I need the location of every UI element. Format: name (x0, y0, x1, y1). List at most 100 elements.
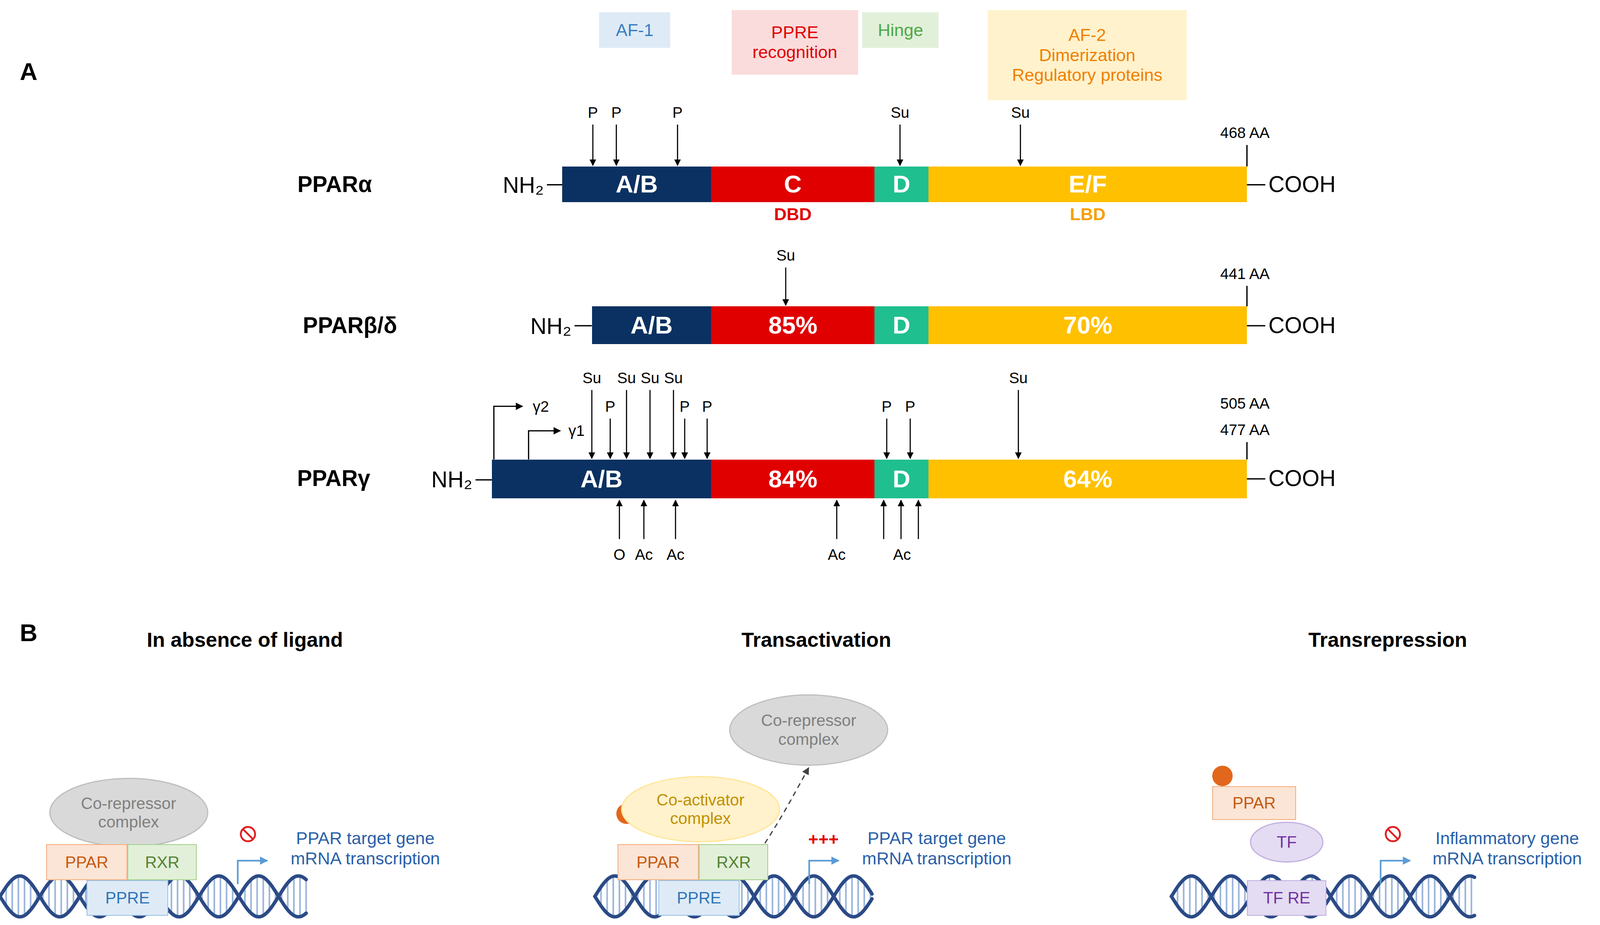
promoter-arrow (493, 406, 523, 460)
length-tick (1246, 285, 1248, 307)
node-text: PPAR (65, 852, 109, 872)
domain-name: LBD (1069, 204, 1106, 224)
modification-label: Ac (892, 545, 911, 564)
node-text: Hinge (877, 20, 924, 40)
dna-rung (1182, 879, 1185, 913)
dna-rung (23, 876, 26, 915)
dna-strand (595, 875, 873, 917)
modification-arrow (1017, 390, 1019, 459)
modification-label: P (679, 397, 690, 416)
dna-rung (606, 879, 609, 913)
gene-text: PPAR target gene mRNA transcription (275, 827, 455, 868)
transcription-arrow (1380, 860, 1410, 884)
terminus-dash (475, 478, 492, 481)
dna-rung (176, 875, 179, 917)
response-element-box: PPRE (658, 879, 741, 916)
protein-domain: 70% (928, 306, 1247, 344)
modification-label: P (605, 397, 616, 416)
dna-strand (0, 875, 307, 917)
dna-rung (1354, 876, 1357, 915)
dna-rung (1427, 875, 1430, 917)
protein-domain: A/B (562, 166, 712, 203)
dna-helix (595, 875, 873, 917)
node-text: Dimerization (1039, 45, 1136, 66)
dna-rung (292, 876, 295, 915)
modification-label: Su (776, 246, 796, 264)
dna-rung (857, 876, 860, 915)
modification-arrow (672, 390, 675, 459)
dna-rung (60, 875, 63, 917)
modification-arrow (883, 499, 885, 539)
length-label: 477 AA (1220, 420, 1270, 439)
dna-rung (802, 882, 805, 910)
corepressor-ellipse: Co-repressor complex (49, 777, 209, 847)
promoter-arrow (528, 430, 560, 459)
node-text: E/F (1068, 169, 1107, 199)
protein-domain: CDBD (711, 166, 875, 203)
function-box: AF-2DimerizationRegulatory proteins (987, 10, 1187, 100)
dna-rung (1238, 879, 1240, 913)
protein-name: PPARγ (296, 465, 371, 492)
dna-rung (771, 875, 774, 917)
modification-arrow (649, 390, 651, 459)
node-text: Regulatory proteins (1011, 65, 1163, 85)
modification-label: Ac (635, 545, 654, 564)
gene-text: PPAR target gene mRNA transcription (847, 827, 1027, 868)
protein-domain: D (874, 459, 929, 499)
function-box: AF-1 (599, 12, 671, 48)
dna-rung (863, 882, 866, 910)
node-text: Co-repressor complex (747, 710, 871, 748)
protein-domain: A/B (592, 306, 712, 344)
dna-strand (0, 875, 307, 917)
dna-rung (1384, 876, 1387, 915)
dna-rung (54, 876, 57, 915)
tf-ellipse: TF (1249, 821, 1324, 863)
activation-mark: +++ (808, 828, 839, 849)
terminus-label: NH₂ (431, 466, 473, 493)
node-text: 85% (768, 310, 818, 340)
length-tick (1246, 144, 1248, 167)
modification-label: Su (1008, 368, 1028, 387)
node-text: PPAR (636, 852, 680, 872)
dna-rung (765, 879, 768, 913)
terminus-label: COOH (1268, 312, 1336, 339)
node-text: A/B (630, 310, 673, 340)
modification-arrow (917, 499, 920, 539)
modification-arrow (618, 499, 621, 539)
blocked-symbol (1385, 826, 1401, 842)
modification-arrow (643, 499, 645, 539)
dna-rung (612, 875, 614, 917)
dna-rung (66, 879, 69, 913)
node-text: AF-1 (615, 20, 654, 40)
modification-label: Su (664, 368, 683, 387)
dna-strand (1171, 875, 1475, 917)
protein-domain: A/B (491, 459, 712, 499)
dna-rung (286, 882, 289, 910)
dna-rung (642, 882, 645, 910)
protein-domain: 64% (928, 459, 1247, 499)
modification-arrow (900, 499, 902, 539)
rxr-box: RXR (698, 843, 769, 880)
isoform-label: γ2 (532, 397, 549, 416)
node-text: D (892, 464, 911, 493)
modification-label: Ac (827, 545, 846, 564)
dna-rung (170, 879, 173, 913)
ppar-box: PPAR (617, 843, 700, 880)
ppar-box: PPAR (1212, 785, 1297, 820)
dna-rung (299, 875, 301, 917)
modification-arrow (886, 418, 888, 459)
dna-rung (48, 882, 51, 910)
terminus-label: NH₂ (502, 172, 545, 199)
modification-label: Su (890, 103, 910, 122)
node-text: D (892, 310, 911, 340)
node-text: RXR (144, 852, 180, 872)
dna-rung (225, 879, 228, 913)
dna-rung (1342, 879, 1344, 913)
dna-rung (305, 879, 307, 913)
protein-domain: D (874, 306, 929, 344)
length-label: 468 AA (1220, 123, 1270, 142)
dna-rung (740, 879, 743, 913)
domain-name: DBD (773, 204, 812, 224)
dna-rung (1231, 875, 1234, 917)
dna-rung (188, 882, 191, 910)
